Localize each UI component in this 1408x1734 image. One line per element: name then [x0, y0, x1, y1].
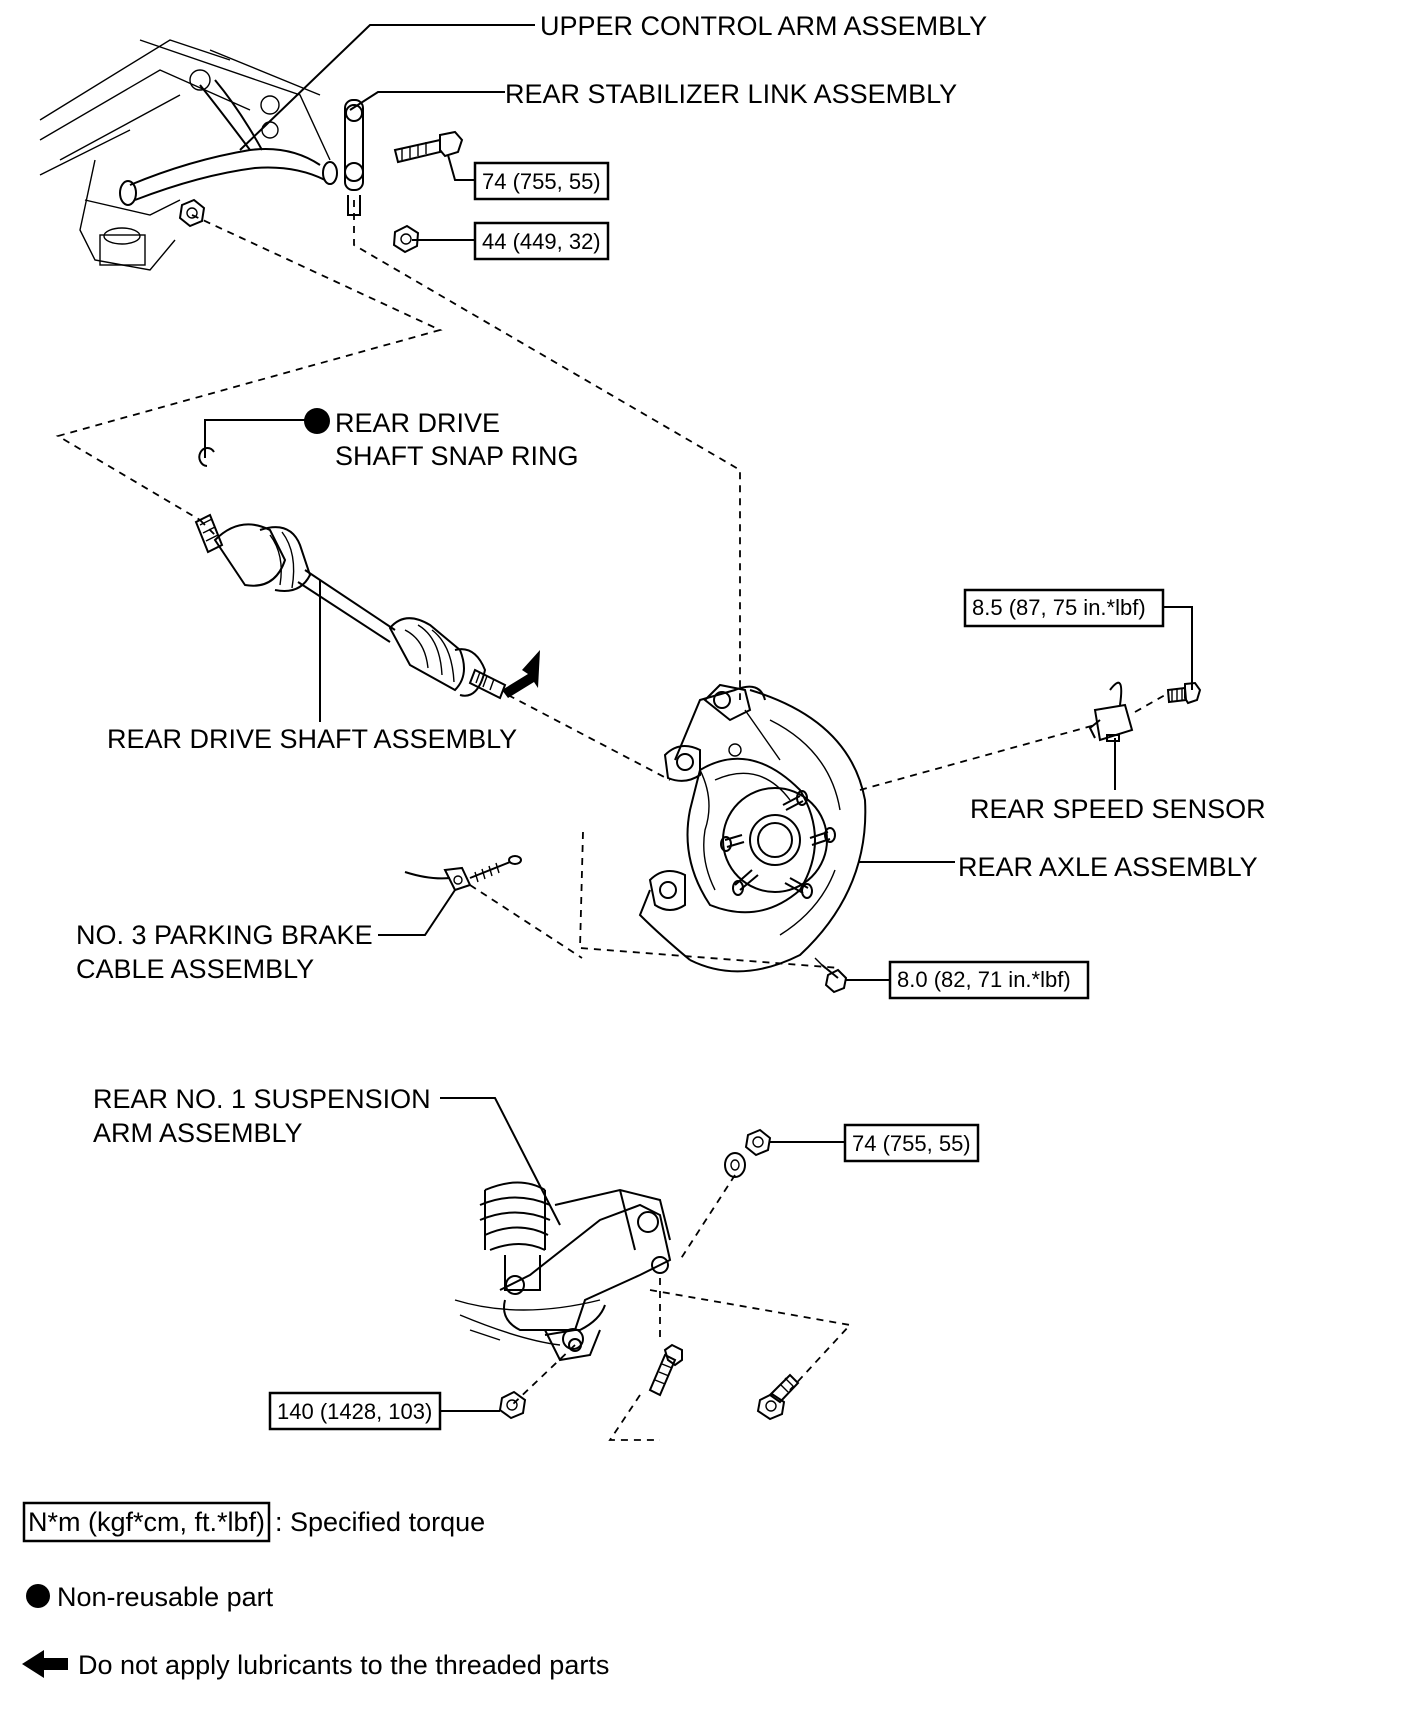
upper-dashed-guides: [55, 200, 741, 700]
legend-no-lubricant: Do not apply lubricants to the threaded …: [78, 1650, 609, 1680]
upper-leader-lines: [239, 24, 535, 241]
rear-axle-drawing: [638, 683, 867, 973]
label-upper-control-arm: UPPER CONTROL ARM ASSEMBLY: [540, 11, 987, 41]
svg-text:8.0 (82, 71 in.*lbf): 8.0 (82, 71 in.*lbf): [897, 967, 1071, 992]
torque-box-suspension-nut-top: 74 (755, 55): [843, 1123, 980, 1163]
legend-non-reusable: Non-reusable part: [57, 1582, 274, 1612]
torque-box-speed-sensor-bolt: 8.5 (87, 75 in.*lbf): [963, 588, 1165, 628]
speed-sensor-leaders: [1114, 606, 1193, 790]
torque-box-axle-bolt: 8.0 (82, 71 in.*lbf): [888, 960, 1090, 1000]
torque-box-stabilizer-nut: 44 (449, 32): [473, 221, 610, 261]
lower-suspension-leaders: [440, 1097, 845, 1412]
svg-text:74 (755, 55): 74 (755, 55): [852, 1131, 971, 1156]
svg-text:74 (755, 55): 74 (755, 55): [482, 169, 601, 194]
label-suspension-arm-line1: REAR NO. 1 SUSPENSION: [93, 1084, 431, 1114]
parking-brake-leaders: [378, 889, 456, 936]
filled-circle-icon: [26, 1584, 50, 1608]
label-suspension-arm-line2: ARM ASSEMBLY: [93, 1118, 303, 1148]
svg-text:44 (449, 32): 44 (449, 32): [482, 229, 601, 254]
lower-suspension-drawing: [454, 1128, 800, 1421]
label-snap-ring-line1: REAR DRIVE: [335, 408, 500, 438]
legend-torque-unit: N*m (kgf*cm, ft.*lbf): [28, 1507, 265, 1537]
axle-bolt-drawing: [814, 957, 890, 994]
drive-shaft-drawing: [194, 447, 540, 700]
non-reusable-marker-icon: [304, 408, 330, 434]
drive-shaft-leaders: [199, 419, 671, 781]
label-rear-stabilizer-link: REAR STABILIZER LINK ASSEMBLY: [505, 79, 957, 109]
arrow-left-icon: [22, 1650, 68, 1678]
legend-torque-desc: : Specified torque: [275, 1507, 485, 1537]
parking-brake-drawing: [404, 855, 583, 959]
torque-box-stabilizer-bolt: 74 (755, 55): [473, 161, 610, 201]
lower-suspension-dashes: [511, 1174, 852, 1441]
torque-box-suspension-nut-bottom: 140 (1428, 103): [268, 1391, 442, 1431]
label-snap-ring-line2: SHAFT SNAP RING: [335, 441, 579, 471]
svg-text:140 (1428, 103): 140 (1428, 103): [277, 1399, 432, 1424]
svg-text:8.5 (87, 75 in.*lbf): 8.5 (87, 75 in.*lbf): [972, 595, 1146, 620]
legend-torque-box: [22, 1501, 271, 1543]
label-rear-speed-sensor: REAR SPEED SENSOR: [970, 794, 1266, 824]
legend: N*m (kgf*cm, ft.*lbf) : Specified torque…: [22, 1501, 609, 1680]
label-rear-axle: REAR AXLE ASSEMBLY: [958, 852, 1258, 882]
label-parking-brake-line1: NO. 3 PARKING BRAKE: [76, 920, 373, 950]
upper-suspension-drawing: [39, 39, 464, 271]
rear-axle-leaders: [579, 724, 1096, 969]
label-parking-brake-line2: CABLE ASSEMBLY: [76, 954, 314, 984]
speed-sensor-drawing: [1088, 681, 1202, 742]
label-rear-drive-shaft: REAR DRIVE SHAFT ASSEMBLY: [107, 724, 517, 754]
